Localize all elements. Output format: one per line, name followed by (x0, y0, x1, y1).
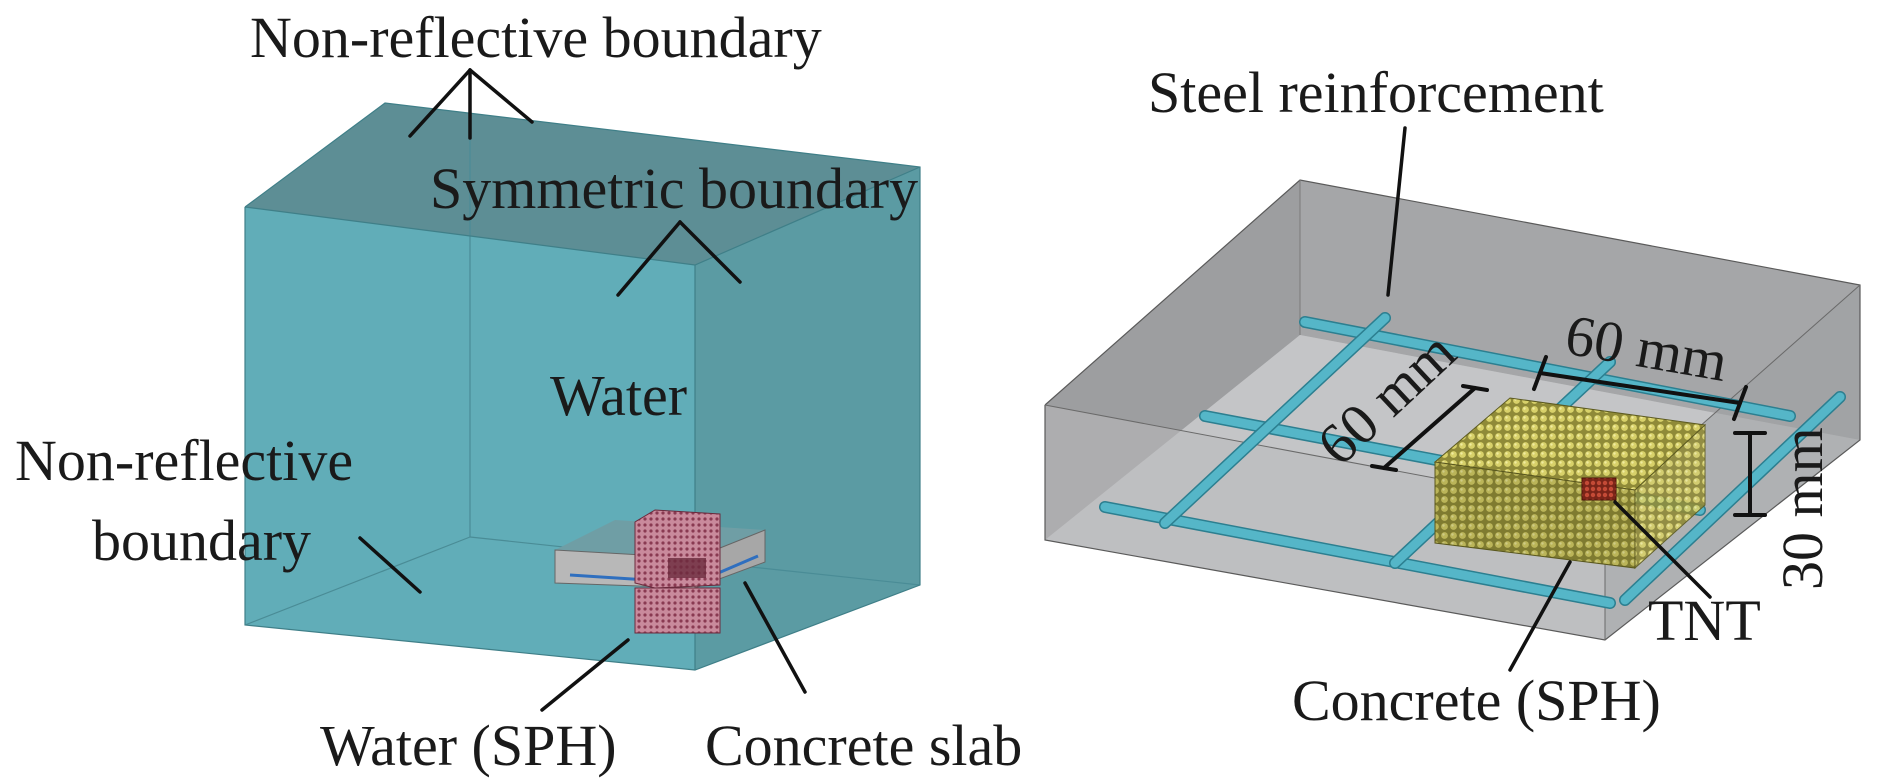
label-dim-30: 30 mm (1770, 427, 1835, 590)
label-concrete-slab: Concrete slab (705, 713, 1022, 778)
tnt-cube (1581, 477, 1617, 501)
label-concrete-sph: Concrete (SPH) (1292, 668, 1661, 733)
dim-60-horizontal (1538, 371, 1742, 405)
sph-block-side (1634, 423, 1706, 570)
leader-steel-reinforcement (1386, 126, 1407, 297)
tnt-charge (1581, 477, 1617, 501)
label-symmetric-boundary: Symmetric boundary (430, 156, 918, 221)
right-leader-lines (1386, 126, 1712, 672)
leader-tnt (1613, 500, 1712, 599)
dim-60-diagonal-tick-bottom (1370, 464, 1398, 472)
leader-nonreflective-top-3 (468, 68, 534, 124)
dim-60-diagonal-tick-top (1461, 384, 1489, 392)
label-nonreflective-top: Non-reflective boundary (250, 5, 822, 70)
water-sph-column (634, 509, 721, 634)
leader-symmetric-2 (678, 220, 742, 284)
water-box-top-face (245, 103, 920, 265)
sph-lower-block (634, 587, 721, 634)
leader-concrete-sph (1508, 560, 1572, 672)
label-nonreflective-left-2: boundary (92, 508, 311, 573)
leader-symmetric-1 (616, 220, 682, 297)
label-steel-reinforcement: Steel reinforcement (1148, 60, 1604, 125)
label-tnt: TNT (1648, 588, 1761, 653)
dim-60-horizontal-tick-right (1732, 385, 1748, 421)
slab-back-wall (1300, 180, 1860, 440)
leader-nonreflective-left (358, 536, 422, 594)
dim-60-diagonal (1382, 386, 1477, 470)
water-box-hidden-edge-bottom (244, 536, 471, 626)
rebar-cross-1 (1160, 313, 1390, 528)
rebar-long-3 (1100, 502, 1615, 608)
rebar-cross-3 (1620, 392, 1845, 605)
left-leader-lines (358, 68, 807, 712)
dimension-lines (1370, 355, 1767, 517)
leader-concrete-slab (743, 581, 807, 694)
water-box-outline (244, 102, 921, 671)
dim-60-horizontal-tick-left (1532, 355, 1548, 391)
leader-nonreflective-top-1 (408, 68, 472, 138)
label-water-sph: Water (SPH) (320, 713, 617, 778)
leader-water-sph (540, 638, 630, 712)
label-nonreflective-left-1: Non-reflective (15, 428, 353, 493)
label-water: Water (550, 363, 687, 428)
sph-inner-dark (668, 558, 706, 578)
